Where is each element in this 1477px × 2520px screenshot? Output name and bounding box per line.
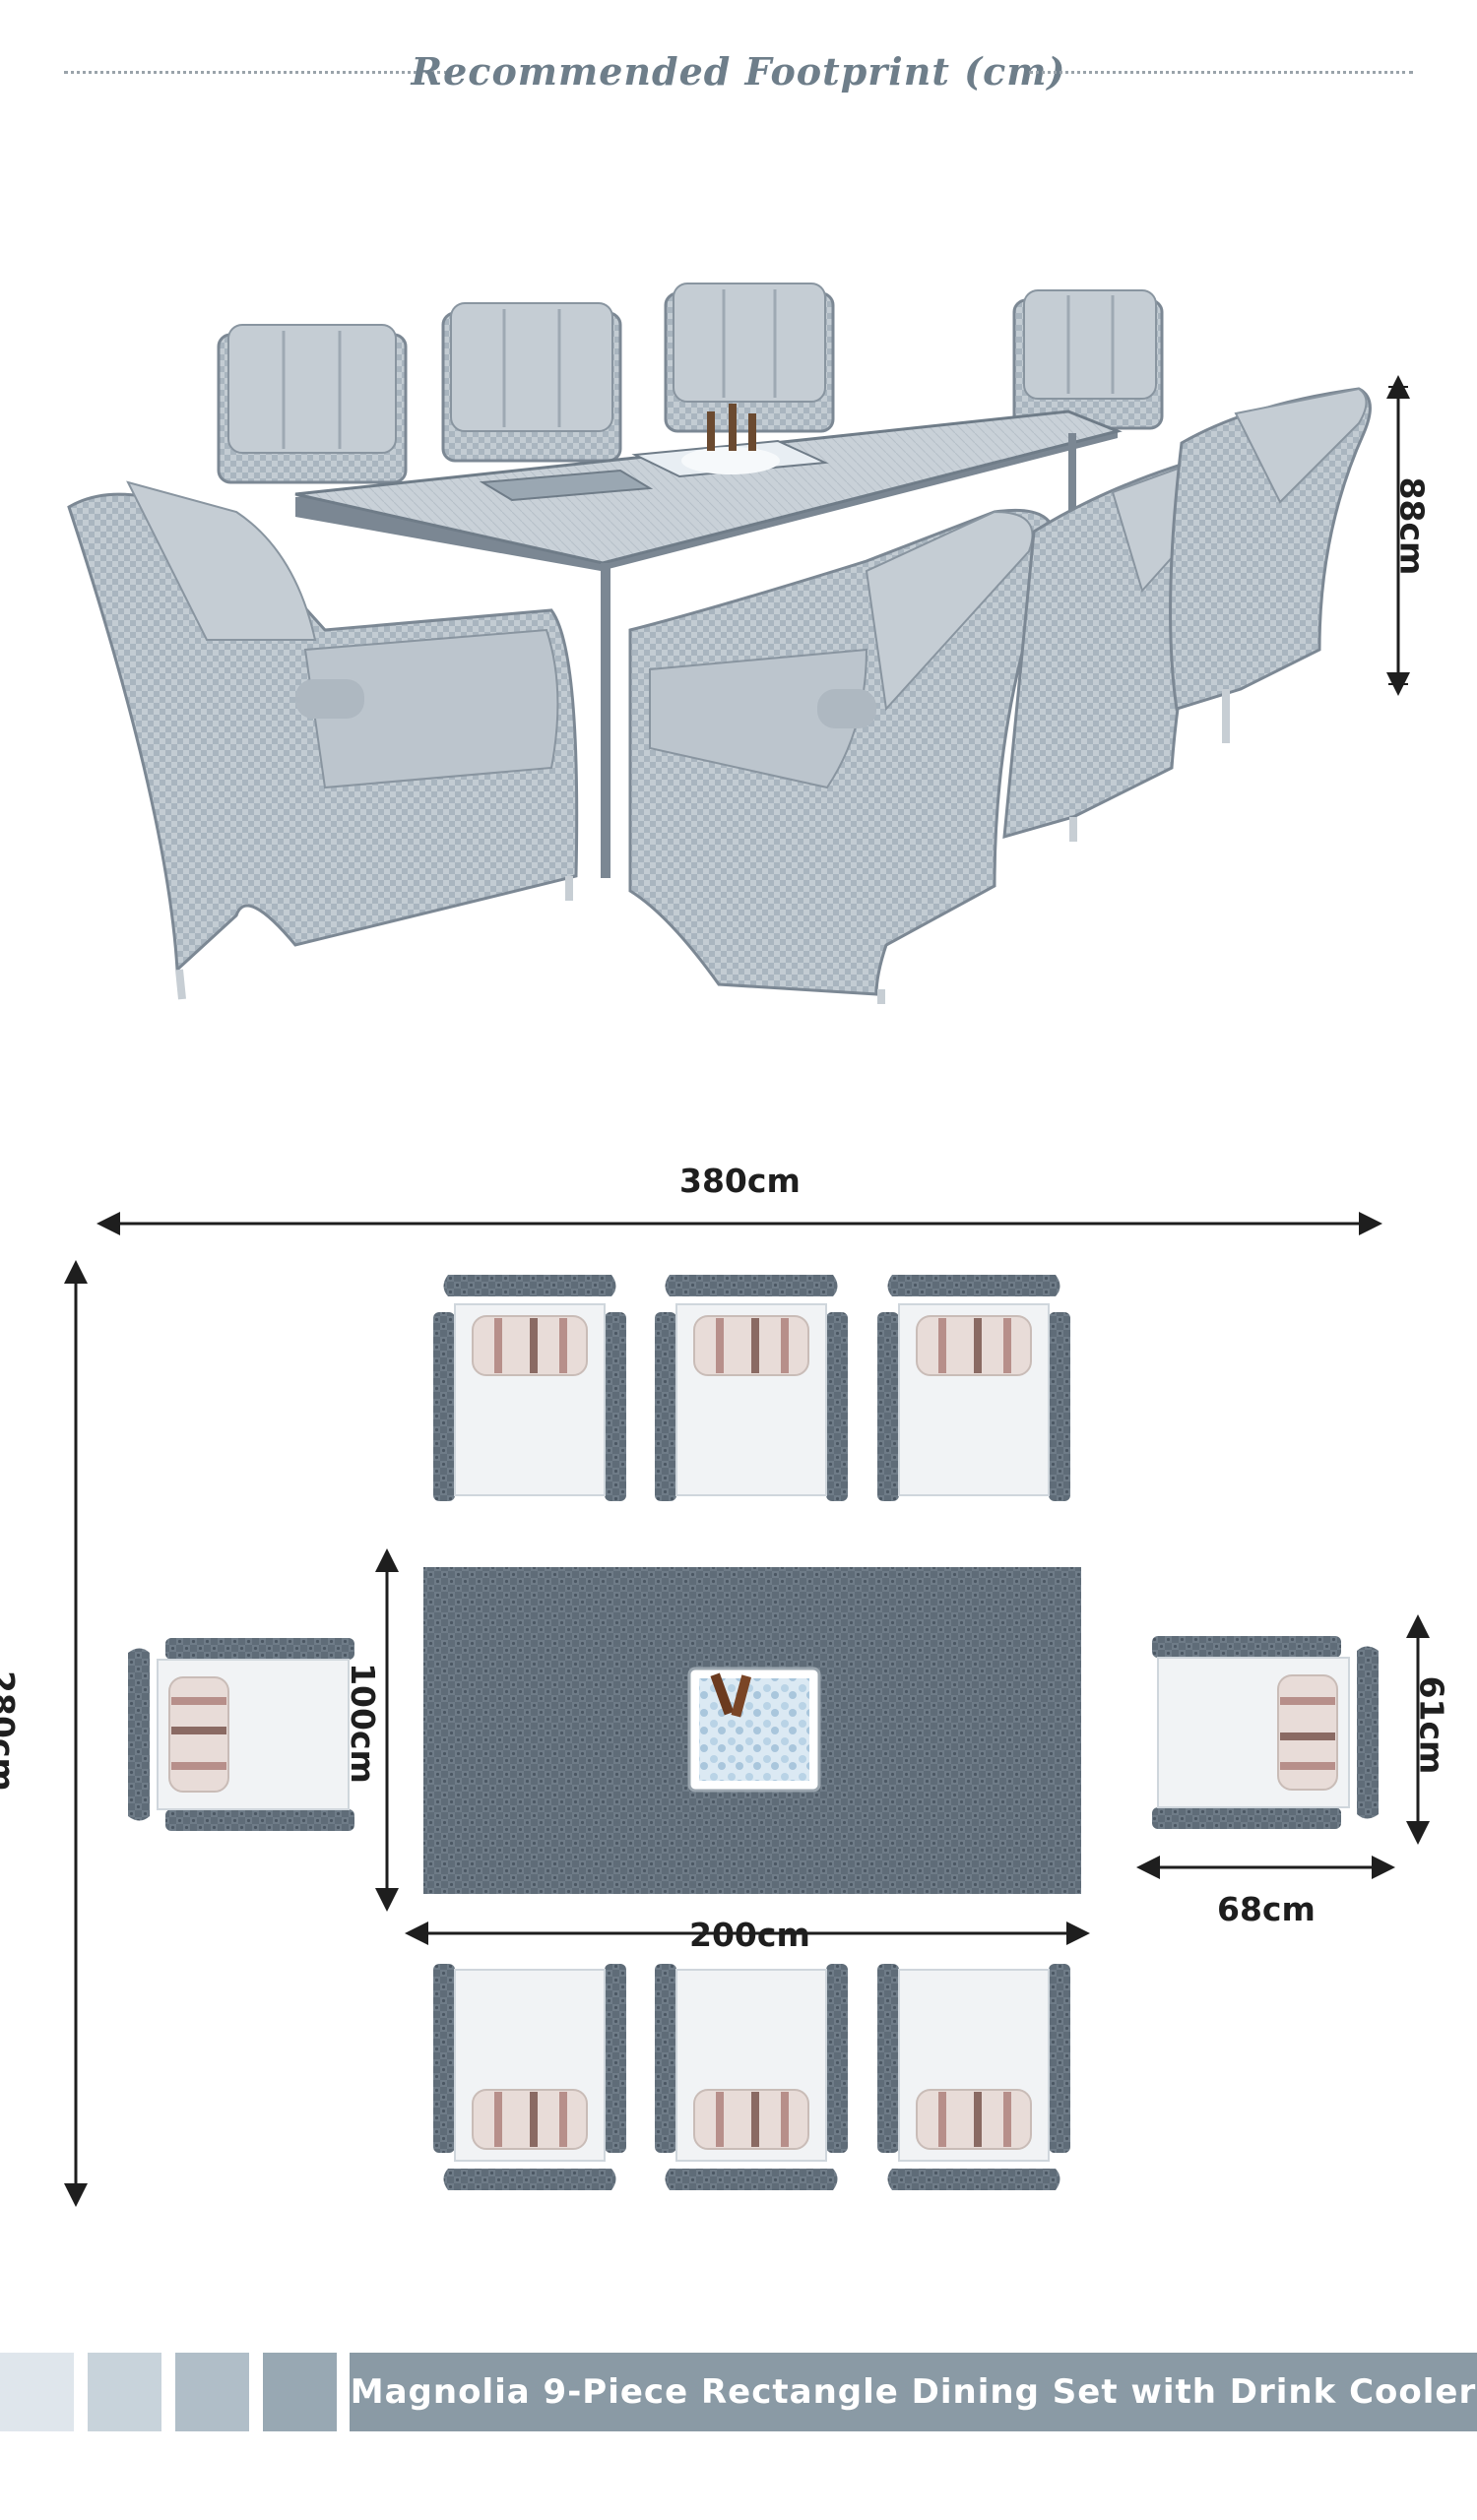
header-dotted-rule-left — [64, 71, 448, 74]
plan-chair-bottom-2 — [655, 1964, 848, 2190]
plan-chair-top-1 — [433, 1275, 626, 1501]
plan-chair-top-3 — [877, 1275, 1070, 1501]
overall-depth-label: 280cm — [0, 1670, 22, 1792]
overall-width-label: 380cm — [679, 1162, 801, 1200]
color-swatch-2 — [88, 2353, 161, 2431]
drink-cooler — [699, 1678, 809, 1781]
front-chair-4 — [1169, 387, 1372, 743]
plan-chair-right-end — [1152, 1636, 1379, 1829]
dining-table — [294, 404, 1123, 878]
plan-chair-bottom-3 — [877, 1964, 1070, 2190]
height-dimension-line — [1386, 375, 1410, 696]
color-swatch-4 — [263, 2353, 337, 2431]
plan-chair-left-end — [128, 1638, 354, 1831]
table-length-label: 200cm — [689, 1916, 810, 1954]
color-swatch-1 — [0, 2353, 74, 2431]
back-chair-4 — [1012, 289, 1164, 430]
front-chair-1 — [67, 480, 579, 1000]
dining-set-perspective-view — [67, 283, 1372, 1004]
chair-depth-label: 61cm — [1412, 1675, 1451, 1774]
color-swatch-3 — [175, 2353, 249, 2431]
chair-width-label: 68cm — [1217, 1890, 1316, 1928]
page-title: Recommended Footprint (cm) — [411, 49, 1066, 94]
table-plan — [423, 1567, 1081, 1894]
table-depth-label: 100cm — [343, 1662, 382, 1784]
plan-chair-top-2 — [655, 1275, 848, 1501]
plan-chair-bottom-1 — [433, 1964, 626, 2190]
front-chair-2 — [628, 508, 1057, 1004]
header-dotted-rule-right — [1029, 71, 1413, 74]
back-chair-2 — [441, 302, 622, 463]
product-title: Magnolia 9-Piece Rectangle Dining Set wi… — [350, 2372, 1477, 2412]
back-chair-3 — [664, 283, 835, 433]
height-label: 88cm — [1392, 476, 1432, 575]
footer-banner: Magnolia 9-Piece Rectangle Dining Set wi… — [350, 2353, 1477, 2431]
back-chair-1 — [217, 324, 408, 484]
